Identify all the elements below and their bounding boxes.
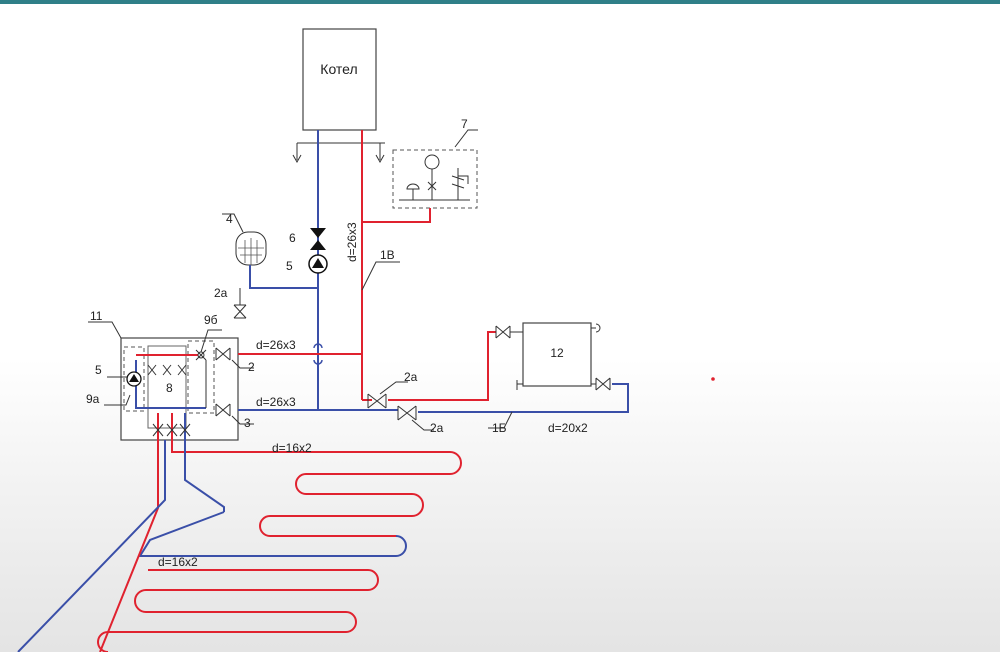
check-valve-icon	[310, 228, 326, 238]
valve-2a-lower: 2а	[397, 405, 444, 435]
floor-left-supply	[99, 440, 159, 652]
air-vent-icon	[591, 323, 601, 333]
boiler-box	[302, 28, 377, 131]
air-vent-icon	[406, 183, 420, 200]
ball-valve-icon	[215, 403, 231, 417]
floor-left-return	[17, 440, 166, 652]
label-8: 8	[166, 381, 173, 395]
radiator-box	[522, 322, 592, 387]
label-2: 2	[248, 360, 255, 374]
label-floor-diameter-bottom: d=16x2	[158, 555, 198, 569]
label-floor-diameter-top: d=16x2	[272, 441, 312, 455]
arrow-down-icon	[292, 143, 302, 164]
label-11: 11	[90, 309, 103, 323]
label-1b: 1Б	[492, 421, 507, 435]
leader-1v	[361, 261, 400, 291]
pump-group-frame	[123, 346, 145, 412]
check-valve-6: 6	[289, 228, 326, 250]
outlet-valve-icon	[152, 423, 164, 437]
radiator-return-pipe	[418, 383, 629, 413]
leader-4	[222, 213, 244, 233]
expansion-tank-4: 4	[222, 212, 267, 266]
floor-return-loop	[138, 511, 407, 557]
label-radiator-diameter: d=20x2	[548, 421, 588, 435]
underfloor-loop-left	[17, 440, 379, 652]
gauge-valve-icon	[427, 169, 437, 200]
label-9b: 9б	[204, 313, 218, 327]
valve-3: 3	[215, 403, 254, 430]
manifold-11: 11 5 9а 8 9б	[86, 309, 239, 441]
ball-valve-icon	[367, 393, 387, 409]
label-return-diameter: d=26x3	[256, 395, 296, 409]
marker-dot	[711, 377, 715, 381]
pipe-crossover-icon	[313, 343, 323, 365]
drain-valve-2a-left: 2а	[214, 286, 247, 319]
radiator-12: 12	[495, 322, 611, 391]
underfloor-loop-right	[138, 440, 462, 557]
manifold-8-frame	[147, 345, 187, 429]
radiator-valve-icon	[495, 325, 523, 339]
label-5-manifold: 5	[95, 363, 102, 377]
radiator-valve-icon	[591, 377, 611, 391]
radiator-plug-icon	[516, 380, 523, 390]
pump-5: 5	[286, 254, 328, 274]
leader-1b	[488, 411, 513, 429]
drain-valve-icon	[233, 304, 247, 319]
valve-2a-upper: 2а	[367, 370, 418, 409]
pressure-gauge-icon	[424, 154, 440, 170]
radiator-supply-pipe	[388, 331, 496, 401]
safety-group-pipe	[362, 208, 431, 223]
expansion-pipe	[249, 265, 318, 289]
floor-lower-loop	[97, 569, 379, 652]
label-6: 6	[289, 231, 296, 245]
top-accent-bar	[0, 0, 1000, 4]
label-12: 12	[550, 346, 564, 360]
leader-9b	[200, 329, 222, 353]
outlet-valve-icon	[179, 423, 191, 437]
mixing-valve-icon	[195, 349, 207, 361]
label-2a-lower: 2а	[430, 421, 444, 435]
manifold-valve-icon	[177, 364, 187, 376]
manifold-cabinet	[120, 337, 239, 441]
label-5-pump: 5	[286, 259, 293, 273]
label-vertical-diameter: d=26x3	[345, 222, 359, 262]
manifold-valve-icon	[162, 364, 172, 376]
floor-supply-loop	[171, 440, 462, 537]
label-9a: 9а	[86, 392, 100, 406]
safety-group-7: 7	[362, 117, 478, 223]
safety-group-frame	[392, 149, 478, 209]
safety-valve-icon	[451, 168, 469, 200]
label-supply-diameter: d=26x3	[256, 338, 296, 352]
ball-valve-icon	[397, 405, 417, 421]
leader-11	[88, 321, 122, 339]
label-3: 3	[244, 416, 251, 430]
valve-2: 2	[215, 347, 255, 374]
outlet-valve-icon	[166, 423, 178, 437]
boiler: Котел	[292, 28, 385, 164]
label-1v: 1В	[380, 248, 395, 262]
arrow-down-icon	[375, 143, 385, 164]
manifold-valve-icon	[147, 364, 157, 376]
leader-7	[454, 129, 478, 148]
label-2a-left: 2а	[214, 286, 228, 300]
boiler-label: Котел	[320, 61, 357, 77]
ball-valve-icon	[215, 347, 231, 361]
label-7: 7	[461, 117, 468, 131]
label-2a-upper: 2а	[404, 370, 418, 384]
label-4: 4	[226, 212, 233, 226]
